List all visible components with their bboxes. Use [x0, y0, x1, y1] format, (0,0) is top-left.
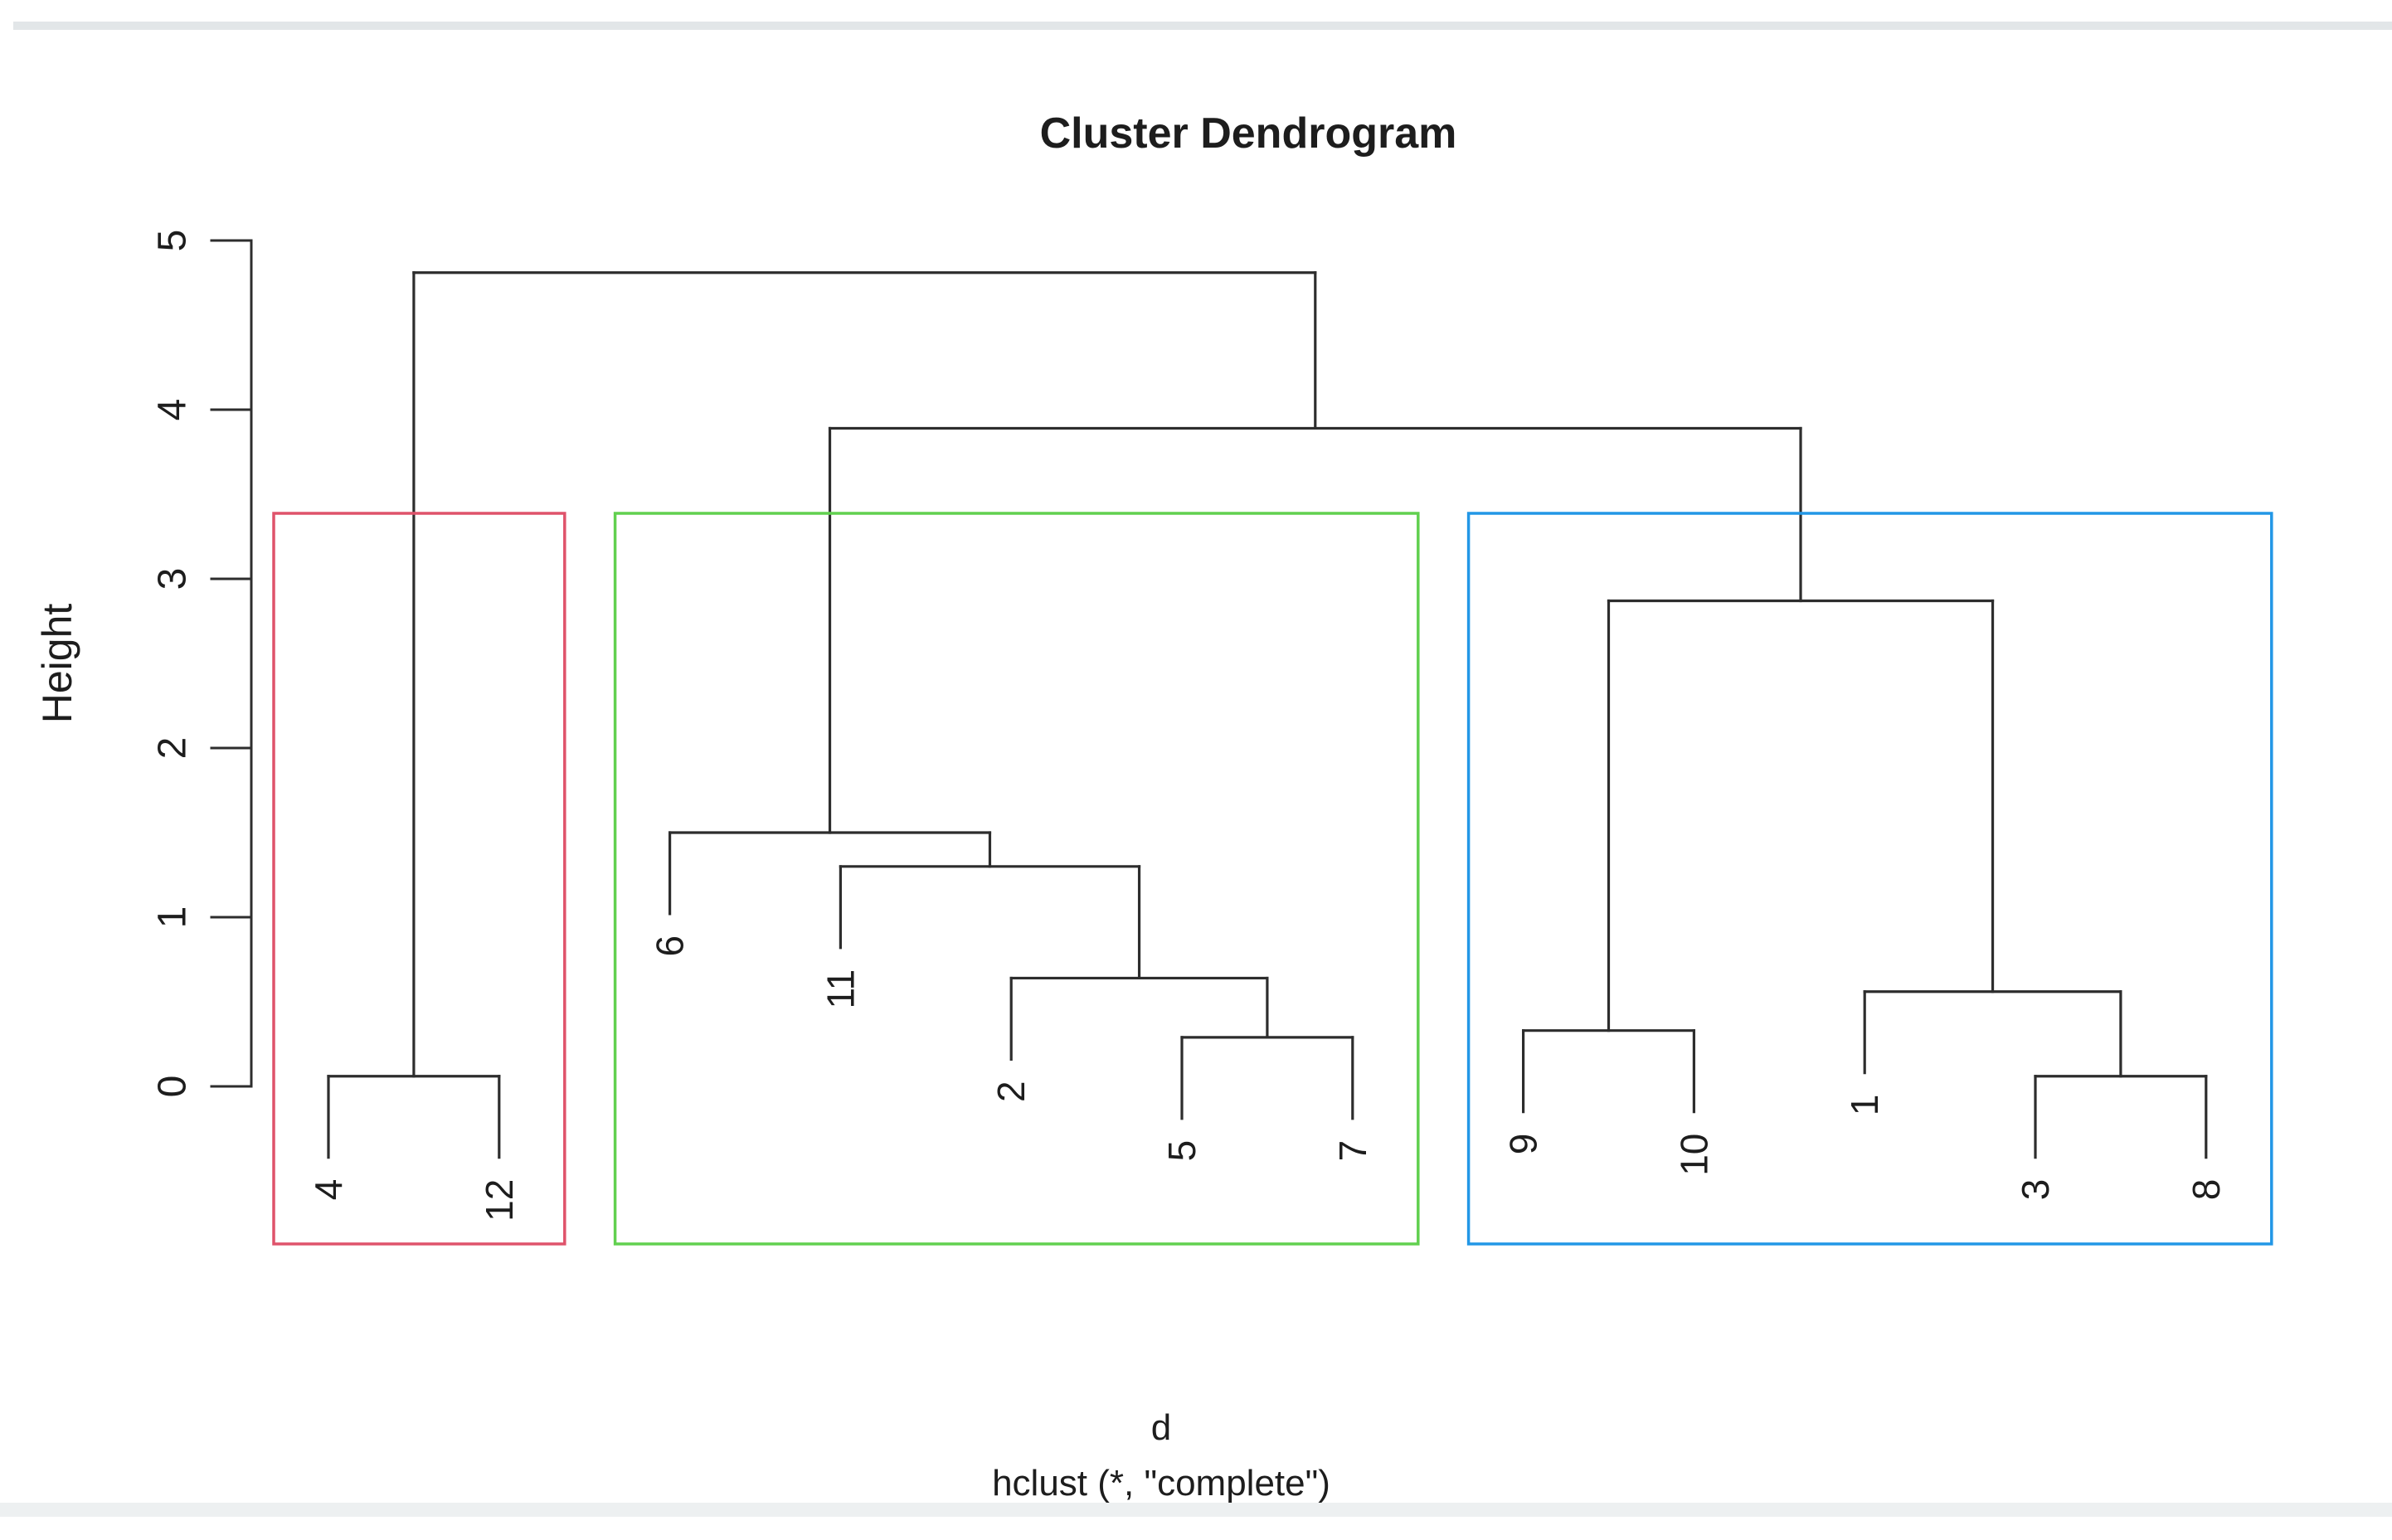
top-divider-strip — [13, 22, 2392, 30]
y-axis-tick-label: 0 — [151, 1076, 195, 1098]
dendrogram-tree — [327, 271, 2208, 1159]
cluster-red-box — [272, 512, 566, 1246]
y-axis-tick-label: 4 — [151, 399, 195, 421]
cluster-blue-box — [1466, 512, 2273, 1246]
leaf-label-8: 8 — [2185, 1179, 2228, 1201]
leaf-label-5: 5 — [1160, 1140, 1203, 1162]
leaf-label-12: 12 — [478, 1179, 521, 1222]
leaf-label-11: 11 — [819, 969, 862, 1009]
leaf-label-7: 7 — [1331, 1140, 1374, 1162]
leaf-label-4: 4 — [307, 1179, 350, 1201]
x-axis-title: d — [1151, 1407, 1171, 1448]
chart-title: Cluster Dendrogram — [1040, 109, 1457, 158]
y-axis-tick-label: 2 — [151, 737, 195, 760]
leaf-label-10: 10 — [1672, 1134, 1715, 1176]
bottom-divider-strip — [0, 1503, 2392, 1517]
y-axis-title: Height — [34, 604, 80, 724]
leaf-label-9: 9 — [1502, 1134, 1545, 1155]
leaf-label-1: 1 — [1843, 1095, 1886, 1116]
cluster-boxes — [272, 512, 2273, 1246]
y-axis-tick-label: 3 — [151, 568, 195, 590]
leaf-label-6: 6 — [649, 935, 692, 957]
leaf-label-3: 3 — [2014, 1179, 2057, 1201]
y-axis-tick-label: 5 — [151, 230, 195, 252]
leaf-label-2: 2 — [989, 1081, 1033, 1102]
y-axis-tick-label: 1 — [151, 906, 195, 929]
y-axis: 0 1 2 3 4 5 — [151, 230, 253, 1098]
cluster-green-box — [613, 512, 1420, 1246]
x-axis-subtitle: hclust (*, "complete") — [992, 1463, 1330, 1504]
